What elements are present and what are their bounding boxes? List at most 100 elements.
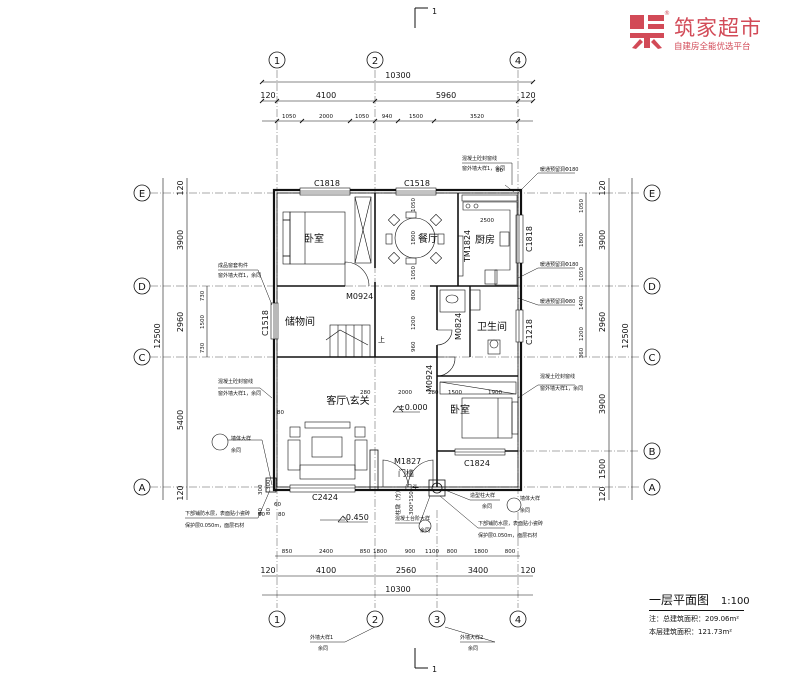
drawing-title-text: 一层平面图	[649, 593, 710, 607]
note-12: 余同	[231, 447, 241, 454]
axis-label-bottom-1: 1	[274, 615, 280, 626]
section-label-bottom: 1	[432, 665, 437, 674]
label-c1818-top: C1818	[314, 179, 340, 188]
brand-logo: ® 筑家超市 自建房全能优选平台	[628, 10, 788, 54]
note-9: 混凝土砼封窗线	[218, 378, 253, 385]
int-dim-12: 80	[496, 168, 503, 174]
title-underline	[649, 610, 744, 611]
int-dim-0: 1050	[411, 198, 417, 212]
door-m0824-bath	[436, 329, 453, 346]
axis-label-left-c: C	[139, 353, 146, 364]
porch-label: 门头	[405, 483, 419, 492]
note-15: 混凝土台阶大样	[395, 515, 430, 522]
axis-label-left-e: E	[139, 189, 145, 200]
dim-left-1: 3900	[176, 230, 185, 250]
dim-right-inner-5: 360	[579, 347, 585, 358]
dim-bot-r2-0: 120	[260, 566, 275, 575]
right-dimension-text: 120 3900 2960 3900 1500 120 12500 1050 1…	[579, 180, 630, 501]
dim-top-r2-0: 120	[260, 91, 275, 100]
axis-bubble-labels: 1 2 4 1 2 3 4 E D C A E D C B A	[138, 56, 656, 626]
kitchen-counter	[462, 201, 518, 286]
int-dim-9: 280	[428, 390, 439, 396]
dim-top-r3-0: 1050	[282, 114, 296, 120]
dim-300-a: 300	[258, 484, 264, 495]
dim-left-inner-1: 1500	[200, 315, 206, 329]
label-tm1824: TM1824	[463, 230, 472, 263]
axis-label-top-4: 4	[515, 56, 521, 67]
dining-table	[385, 211, 445, 265]
dim-right-inner-0: 1050	[579, 199, 585, 213]
level-outdoor: -0.450	[343, 513, 369, 522]
int-dim-6: 2500	[480, 218, 494, 224]
axis-label-bottom-2: 2	[372, 615, 378, 626]
dim-bot-r1-4: 900	[405, 549, 416, 555]
stair-up-label: 上	[378, 335, 385, 344]
label-m0924-bed1: M0924	[346, 292, 373, 301]
dim-bot-r2-4: 120	[520, 566, 535, 575]
bottom-dimension-text: 850 2400 850 1800 900 1100 800 1800 800	[282, 549, 516, 555]
note-11: 墙体大样	[231, 435, 251, 442]
dim-right-2: 2960	[598, 312, 607, 332]
note-18: 余同	[482, 503, 492, 510]
room-labels: 卧室 餐厅 厨房 储物间 卫生间 客厅\玄关 卧室	[285, 232, 507, 416]
dim-bot-r1-8: 800	[505, 549, 516, 555]
room-bathroom: 卫生间	[477, 320, 507, 333]
dim-top-r3-3: 940	[382, 114, 393, 120]
windows	[270, 187, 524, 493]
bottom-dimension-text-2: 120 4100 2560 3400 120 10300	[260, 566, 535, 594]
window-c2424-bottom	[289, 484, 356, 493]
label-c1824: C1824	[464, 459, 490, 468]
int-dim-13: 80	[277, 410, 284, 416]
dim-left-0: 120	[176, 180, 185, 195]
dim-top-r3-4: 1500	[409, 114, 423, 120]
dim-80-b: 80	[266, 508, 272, 515]
right-dimension-lines	[585, 178, 633, 500]
note-8: 窗外墙大样1，余同	[540, 385, 583, 392]
stair	[325, 324, 371, 358]
note-13: 下部铺防水层，表面贴小瓷砖	[185, 510, 250, 517]
dim-top-r3-1: 2000	[319, 114, 333, 120]
axis-label-left-d: D	[138, 282, 146, 293]
dim-80-a: 80	[258, 508, 264, 515]
door-m1827-right	[407, 459, 434, 488]
dim-left-inner-0: 730	[200, 290, 206, 301]
room-dining: 餐厅	[418, 232, 438, 245]
int-dim-8: 2000	[398, 390, 412, 396]
top-dimension-lines	[259, 79, 536, 124]
label-c1218-right: C1218	[525, 319, 534, 345]
top-dimension-text: 10300 120 4100 5960 120 1050 2000 1050 9…	[260, 71, 535, 120]
brand-mark-icon	[630, 15, 664, 49]
dim-80-d: 80	[278, 512, 285, 518]
dim-right-total: 12500	[621, 323, 630, 348]
misc-labels: 上 门头 柱墩（方） 300*150 300 300 80 80 60 80 8…	[258, 335, 419, 518]
note-3: 暖通预留洞Φ180	[540, 261, 578, 268]
section-mark-top	[414, 7, 428, 28]
axis-label-right-d: D	[648, 282, 656, 293]
label-c1518-top: C1518	[404, 179, 430, 188]
note-17: 造型柱大样	[470, 492, 495, 499]
door-m0924-bedroom2	[436, 356, 456, 377]
note-26: 余同	[520, 507, 530, 514]
dim-left-total: 12500	[153, 323, 162, 348]
label-m1827: M1827	[394, 457, 421, 466]
dim-right-inner-3: 1400	[579, 296, 585, 310]
dim-left-2: 2960	[176, 312, 185, 332]
porch-column	[265, 449, 446, 497]
dim-right-inner-1: 1800	[579, 233, 585, 247]
room-kitchen: 厨房	[475, 233, 495, 246]
dim-top-total: 10300	[385, 71, 410, 80]
dim-right-5: 120	[598, 486, 607, 501]
level-floor: ±0.000	[398, 403, 428, 412]
column-label: 柱墩（方）	[394, 487, 402, 515]
axis-label-right-e: E	[649, 189, 655, 200]
note-25: 墙体大样	[520, 495, 540, 502]
detail-symbols	[211, 433, 522, 533]
registered-mark: ®	[664, 10, 670, 17]
int-dim-5: 960	[411, 341, 417, 352]
brand-name: 筑家超市	[674, 16, 762, 40]
dim-bot-r1-3: 1800	[373, 549, 387, 555]
note-14: 保护层0.050m，面层石材	[185, 522, 244, 529]
door-tm1824	[457, 235, 464, 277]
label-m0924-bed2: M0924	[425, 365, 434, 392]
